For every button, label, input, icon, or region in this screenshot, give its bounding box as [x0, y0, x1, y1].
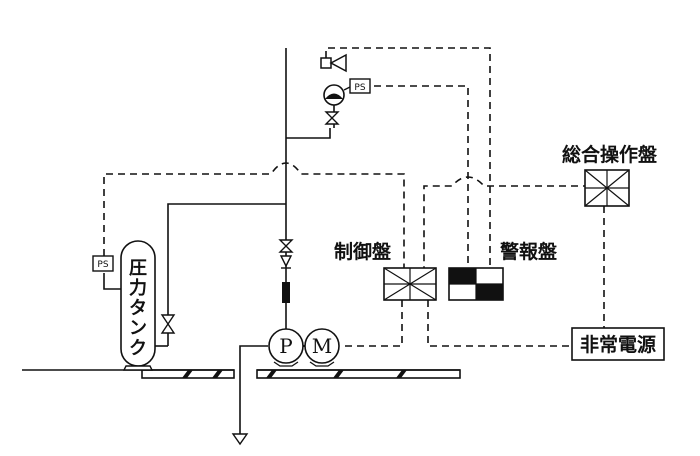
gate-valve-icon — [278, 239, 294, 253]
alarm-panel — [448, 267, 504, 301]
general-operation-panel — [584, 169, 630, 207]
drain-arrow-icon — [231, 433, 249, 446]
pressure-tank-label-3: タ — [129, 298, 147, 319]
pressure-tank-label-1: 圧 — [129, 258, 147, 279]
alarm-branch-pipe — [286, 128, 331, 139]
pressure-tank-label-5: ク — [129, 338, 147, 359]
alarm-bell-icon — [320, 53, 347, 73]
tank-feed-pipe — [167, 203, 286, 315]
signal-control-to-motor — [341, 300, 403, 347]
signal-general-to-control — [423, 176, 590, 268]
pressure-switch-upper — [349, 78, 371, 94]
foundation-hatching — [182, 370, 407, 378]
pressure-switch-left-label: PS — [97, 260, 108, 270]
control-panel — [383, 267, 437, 301]
gate-valve-icon — [160, 314, 176, 334]
check-valve-icon — [279, 255, 293, 269]
foundation-right — [256, 369, 461, 379]
pressure-switch-left — [92, 255, 114, 272]
suction-pipe — [239, 345, 268, 434]
pressure-tank-label-2: 力 — [129, 278, 147, 299]
emergency-power-box — [571, 327, 665, 361]
signal-ps-to-control — [103, 162, 405, 268]
pressure-switch-upper-label: PS — [354, 83, 365, 93]
general-operation-panel-label: 総合操作盤 — [562, 143, 658, 166]
pressure-tank-base — [122, 365, 154, 371]
emergency-power-label: 非常電源 — [580, 333, 656, 356]
signal-bell-line — [325, 47, 491, 268]
check-valve-icon — [324, 111, 340, 125]
alarm-panel-label: 警報盤 — [500, 240, 558, 263]
signal-control-to-power — [427, 300, 572, 347]
alarm-valve-icon — [323, 84, 345, 106]
control-panel-label: 制御盤 — [334, 240, 392, 263]
pressure-tank-label-4: ン — [129, 318, 147, 339]
ps-tank-line — [103, 273, 121, 290]
motor-label: M — [312, 334, 332, 358]
pump-label: P — [279, 334, 292, 358]
flow-switch-icon — [282, 282, 290, 303]
